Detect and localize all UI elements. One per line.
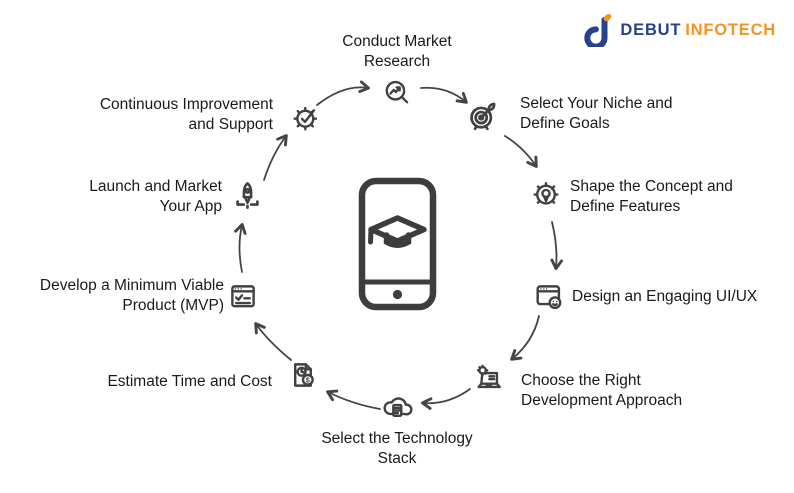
step-label: Select the Technology Stack — [321, 430, 473, 467]
launch-rocket-icon — [229, 179, 266, 216]
arrow-launch-to-support — [263, 134, 288, 181]
step-label: Estimate Time and Cost — [107, 373, 272, 390]
step-label: Conduct Market Research — [342, 33, 452, 70]
logo-flame-shape — [604, 14, 612, 22]
brand-name-primary: DEBUT — [620, 20, 682, 39]
ui-design-icon — [532, 280, 566, 314]
step-label: Develop a Minimum Viable Product (MVP) — [39, 277, 224, 314]
arrow-research-to-niche — [420, 86, 468, 104]
mvp-checklist-icon — [226, 280, 260, 314]
arrow-support-to-research — [316, 80, 370, 106]
svg-text:$: $ — [306, 375, 310, 384]
target-goals-icon — [463, 97, 501, 135]
arrow-stack-to-estimate — [326, 389, 381, 410]
arrow-mvp-to-launch — [234, 223, 247, 273]
step-label: Choose the Right Development Approach — [521, 372, 683, 409]
step-label: Shape the Concept and Define Features — [570, 178, 733, 215]
arrow-approach-to-stack — [421, 388, 471, 410]
arrow-estimate-to-mvp — [254, 322, 292, 361]
smartphone-education-icon — [358, 177, 437, 311]
concept-gear-bulb-icon — [529, 179, 563, 213]
dev-approach-laptop-icon — [471, 361, 505, 395]
arrow-concept-to-design — [550, 221, 563, 270]
arrow-niche-to-concept — [504, 135, 538, 168]
support-gear-check-icon — [289, 101, 323, 135]
arrow-design-to-approach — [510, 315, 540, 361]
step-label: Design an Engaging UI/UX — [572, 288, 758, 305]
market-research-icon — [381, 77, 414, 110]
tech-stack-cloud-icon — [380, 390, 414, 424]
phone-home-button — [392, 289, 403, 300]
step-label: Launch and Market Your App — [89, 178, 222, 215]
brand-logo-icon — [584, 14, 612, 47]
step-label: Continuous Improvement and Support — [99, 96, 273, 133]
brand-name-secondary: INFOTECH — [685, 20, 776, 39]
graduation-cap-icon — [368, 215, 427, 248]
time-cost-icon: $ — [286, 358, 320, 392]
step-label: Select Your Niche and Define Goals — [520, 95, 673, 132]
